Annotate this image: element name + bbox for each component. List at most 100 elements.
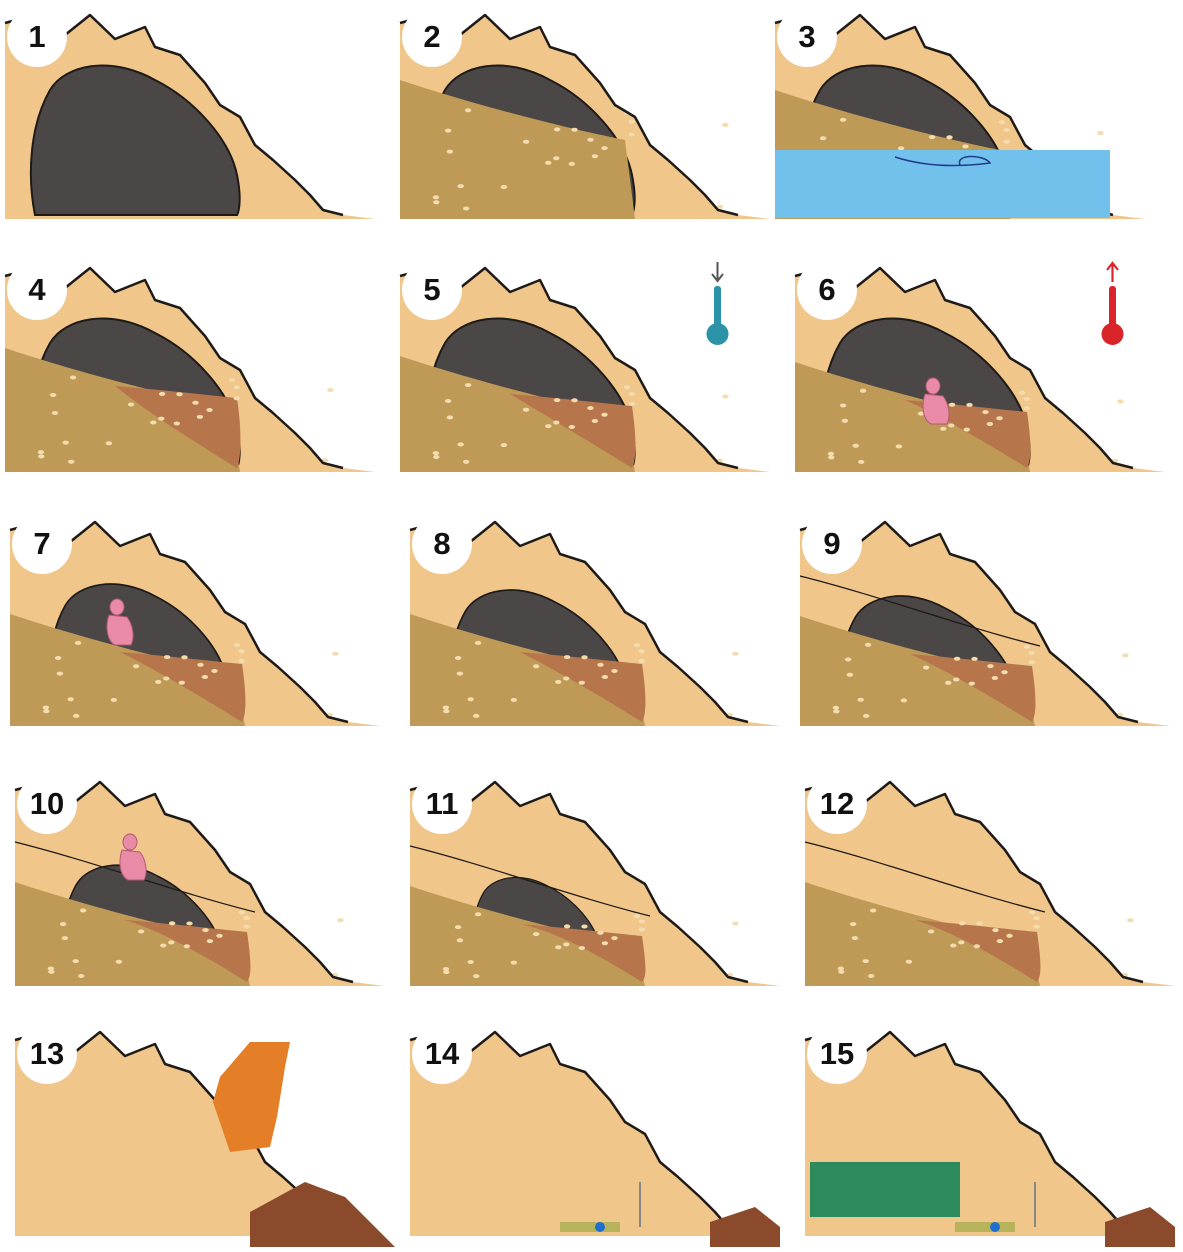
gravel-clast bbox=[234, 396, 240, 400]
gravel-clast bbox=[974, 944, 980, 948]
stage-panel-15: 15 bbox=[805, 1022, 1175, 1252]
gravel-clast bbox=[971, 657, 977, 661]
gravel-clast bbox=[176, 392, 182, 396]
gravel-clast bbox=[239, 649, 245, 653]
gravel-clast bbox=[1117, 399, 1123, 403]
gravel-clast bbox=[1034, 916, 1040, 920]
gravel-clast bbox=[845, 658, 851, 662]
gravel-clast bbox=[465, 108, 471, 112]
gravel-clast bbox=[443, 970, 449, 974]
gravel-clast bbox=[116, 960, 122, 964]
gravel-clast bbox=[181, 655, 187, 659]
gravel-clast bbox=[192, 401, 198, 405]
stage-number-badge: 2 bbox=[402, 7, 462, 67]
gravel-clast bbox=[564, 655, 570, 659]
gravel-clast bbox=[62, 936, 68, 940]
stage-panel-2: 2 bbox=[400, 5, 770, 235]
gravel-clast bbox=[457, 938, 463, 942]
gravel-clast bbox=[820, 136, 826, 140]
datum-point bbox=[595, 1222, 605, 1232]
gravel-clast bbox=[159, 392, 165, 396]
gravel-clast bbox=[833, 709, 839, 713]
gravel-clast bbox=[964, 428, 970, 432]
gravel-clast bbox=[992, 928, 998, 932]
gravel-clast bbox=[433, 195, 439, 199]
gravel-clast bbox=[898, 146, 904, 150]
gravel-clast bbox=[447, 150, 453, 154]
gravel-clast bbox=[1034, 925, 1040, 929]
trench-floor bbox=[560, 1222, 620, 1232]
stage-panel-9: 9 bbox=[800, 512, 1170, 742]
gravel-clast bbox=[611, 669, 617, 673]
gravel-clast bbox=[174, 422, 180, 426]
gravel-clast bbox=[164, 655, 170, 659]
gravel-clast bbox=[976, 922, 982, 926]
gravel-clast bbox=[523, 408, 529, 412]
gravel-clast bbox=[928, 930, 934, 934]
gravel-clast bbox=[73, 714, 79, 718]
gravel-clast bbox=[1006, 934, 1012, 938]
gravel-clast bbox=[929, 135, 935, 139]
gravel-clast bbox=[999, 120, 1005, 124]
gravel-clast bbox=[150, 421, 156, 425]
spoil-heap bbox=[710, 1207, 780, 1247]
gravel-clast bbox=[197, 663, 203, 667]
gravel-clast bbox=[234, 385, 240, 389]
stage-panel-4: 4 bbox=[5, 258, 375, 488]
gravel-clast bbox=[445, 129, 451, 133]
gravel-clast bbox=[563, 942, 569, 946]
spoil-heap bbox=[1105, 1207, 1175, 1247]
gravel-clast bbox=[128, 403, 134, 407]
gravel-clast bbox=[569, 162, 575, 166]
gravel-clast bbox=[1127, 918, 1133, 922]
gravel-clast bbox=[75, 641, 81, 645]
gravel-clast bbox=[523, 140, 529, 144]
gravel-clast bbox=[639, 919, 645, 923]
gravel-clast bbox=[1024, 397, 1030, 401]
gravel-clast bbox=[992, 676, 998, 680]
gravel-clast bbox=[896, 444, 902, 448]
gravel-clast bbox=[571, 128, 577, 132]
gravel-clast bbox=[601, 413, 607, 417]
figure-body bbox=[120, 850, 146, 880]
gravel-clast bbox=[1029, 651, 1035, 655]
gravel-clast bbox=[847, 673, 853, 677]
gravel-clast bbox=[455, 656, 461, 660]
gravel-clast bbox=[987, 664, 993, 668]
gravel-clast bbox=[840, 404, 846, 408]
stage-panel-1: 1 bbox=[5, 5, 375, 235]
gravel-clast bbox=[55, 656, 61, 660]
gravel-clast bbox=[592, 419, 598, 423]
gravel-clast bbox=[211, 669, 217, 673]
gravel-clast bbox=[244, 916, 250, 920]
gravel-clast bbox=[949, 403, 955, 407]
gravel-clast bbox=[828, 455, 834, 459]
gravel-clast bbox=[457, 672, 463, 676]
figure-head bbox=[110, 599, 124, 615]
gravel-clast bbox=[80, 909, 86, 913]
gravel-clast bbox=[511, 698, 517, 702]
gravel-clast bbox=[206, 408, 212, 412]
gravel-clast bbox=[202, 675, 208, 679]
gravel-clast bbox=[1029, 910, 1035, 914]
gravel-clast bbox=[901, 698, 907, 702]
gravel-clast bbox=[555, 680, 561, 684]
gravel-clast bbox=[553, 156, 559, 160]
stage-number-badge: 4 bbox=[7, 260, 67, 320]
gravel-clast bbox=[433, 200, 439, 204]
gravel-clast bbox=[597, 663, 603, 667]
thermometer-tube bbox=[1109, 286, 1116, 328]
gravel-clast bbox=[865, 643, 871, 647]
gravel-clast bbox=[950, 944, 956, 948]
gravel-clast bbox=[43, 709, 49, 713]
stage-number-badge: 11 bbox=[412, 774, 472, 834]
gravel-clast bbox=[68, 697, 74, 701]
gravel-clast bbox=[1122, 653, 1128, 657]
gravel-clast bbox=[160, 944, 166, 948]
gravel-clast bbox=[111, 698, 117, 702]
gravel-clast bbox=[43, 706, 49, 710]
gravel-clast bbox=[475, 912, 481, 916]
gravel-clast bbox=[229, 378, 235, 382]
gravel-clast bbox=[639, 928, 645, 932]
